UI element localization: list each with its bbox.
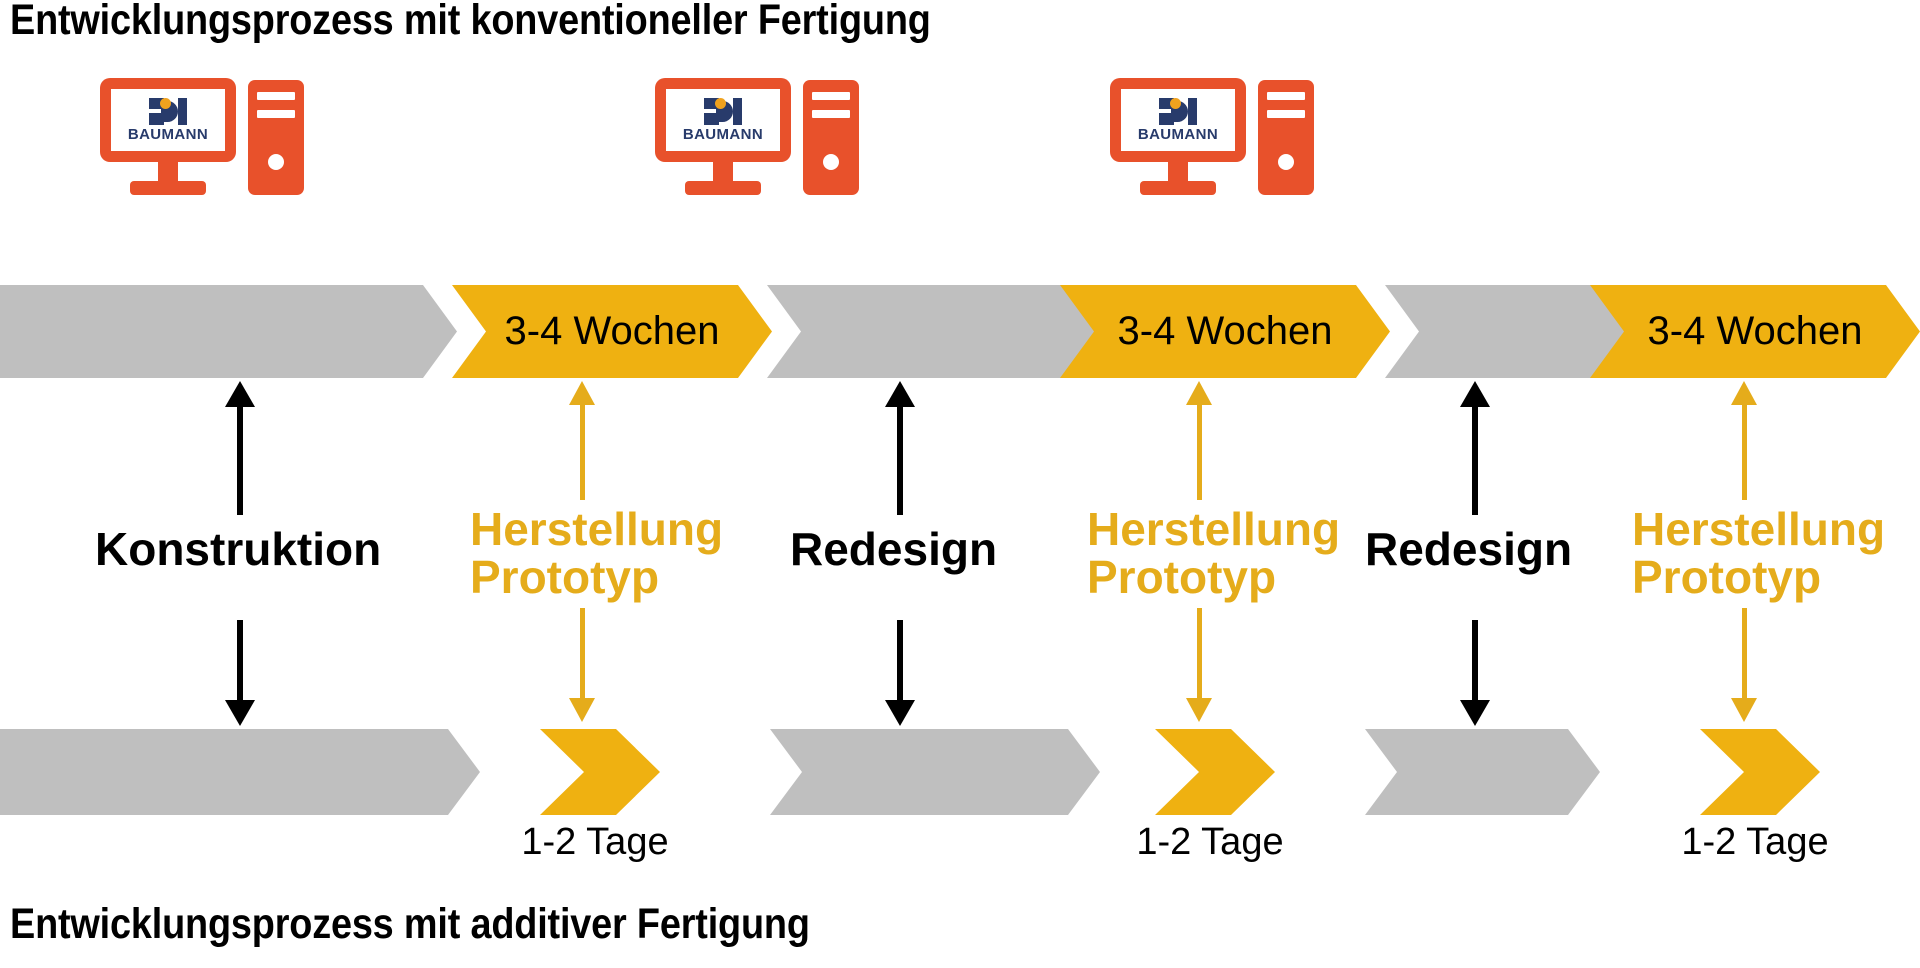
monitor-frame: BAUMANN xyxy=(655,78,791,162)
duration-label-3: 1-2 Tage xyxy=(1681,821,1829,863)
baumann-logo-mark xyxy=(147,98,189,125)
monitor-screen: BAUMANN xyxy=(1121,89,1235,151)
bottom-band-segment-1[interactable] xyxy=(0,729,480,815)
computer-icon-2: BAUMANN xyxy=(655,78,859,198)
pc-tower-icon xyxy=(803,80,859,195)
power-button-icon xyxy=(1278,154,1294,170)
monitor-neck xyxy=(158,162,178,181)
baumann-logo-text: BAUMANN xyxy=(682,126,764,143)
top-band-label-6: 3-4 Wochen xyxy=(1647,309,1863,353)
baumann-logo-mark xyxy=(1157,98,1199,125)
monitor-foot xyxy=(685,181,761,195)
connector-label-1: Konstruktion xyxy=(95,523,382,575)
top-band-label-4: 3-4 Wochen xyxy=(1117,309,1333,353)
monitor-frame: BAUMANN xyxy=(1110,78,1246,162)
monitor-neck xyxy=(713,162,733,181)
bottom-band-segment-2[interactable] xyxy=(540,729,660,815)
top-band-segment-4[interactable]: 3-4 Wochen xyxy=(1060,285,1390,378)
page-title-bottom: Entwicklungsprozess mit additiver Fertig… xyxy=(10,900,810,948)
monitor-frame: BAUMANN xyxy=(100,78,236,162)
monitor-screen: BAUMANN xyxy=(111,89,225,151)
bottom-band-segment-4[interactable] xyxy=(1155,729,1275,815)
computer-icon-1: BAUMANN xyxy=(100,78,304,198)
monitor-neck xyxy=(1168,162,1188,181)
connector-label-6: Herstellung Prototyp xyxy=(1632,503,1886,604)
connector-label-4: Herstellung Prototyp xyxy=(1087,503,1341,604)
connector-label-5: Redesign xyxy=(1365,523,1573,575)
monitor-foot xyxy=(130,181,206,195)
bottom-band-segment-3[interactable] xyxy=(770,729,1100,815)
page-title-top: Entwicklungsprozess mit konventioneller … xyxy=(10,0,931,44)
pc-tower-icon xyxy=(1258,80,1314,195)
baumann-logo-text: BAUMANN xyxy=(127,126,209,143)
computer-icon-3: BAUMANN xyxy=(1110,78,1314,198)
duration-label-2: 1-2 Tage xyxy=(1136,821,1284,863)
monitor-screen: BAUMANN xyxy=(666,89,780,151)
baumann-logo-mark xyxy=(702,98,744,125)
top-band-segment-6[interactable]: 3-4 Wochen xyxy=(1590,285,1920,378)
monitor-foot xyxy=(1140,181,1216,195)
top-band-segment-3[interactable] xyxy=(767,285,1097,378)
top-band-segment-2[interactable]: 3-4 Wochen xyxy=(452,285,772,378)
top-band-label-2: 3-4 Wochen xyxy=(504,309,720,353)
top-band-segment-1[interactable] xyxy=(0,285,457,378)
duration-label-1: 1-2 Tage xyxy=(521,821,669,863)
pc-tower-icon xyxy=(248,80,304,195)
baumann-logo-text: BAUMANN xyxy=(1137,126,1219,143)
connector-label-3: Redesign xyxy=(790,523,998,575)
connector-label-2: Herstellung Prototyp xyxy=(470,503,724,604)
power-button-icon xyxy=(823,154,839,170)
power-button-icon xyxy=(268,154,284,170)
bottom-band-segment-6[interactable] xyxy=(1700,729,1820,815)
bottom-band-segment-5[interactable] xyxy=(1365,729,1600,815)
